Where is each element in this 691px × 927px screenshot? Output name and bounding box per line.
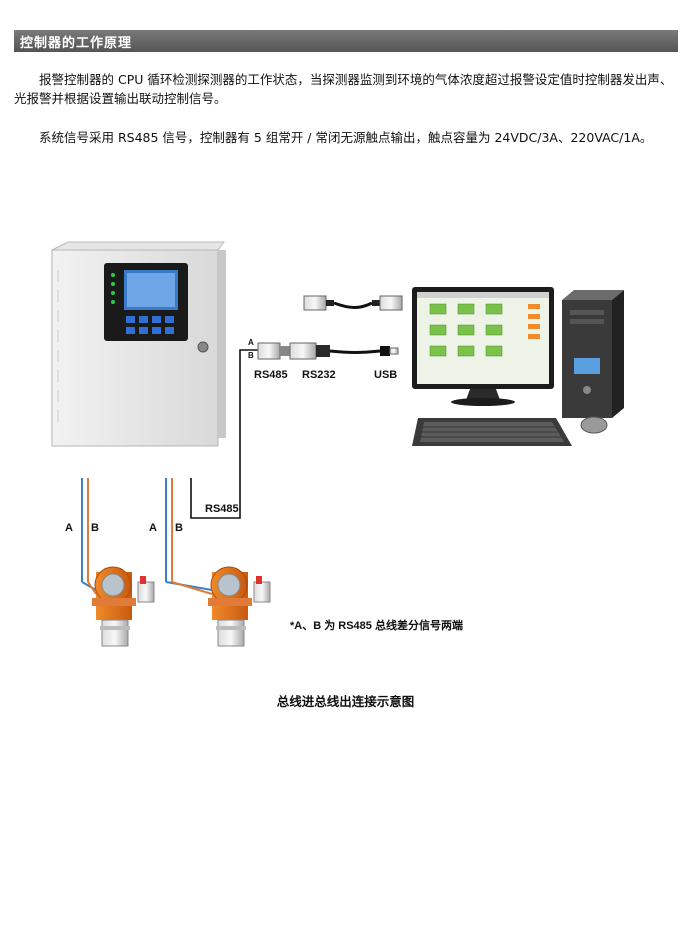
usb-port-label: USB <box>374 369 397 381</box>
alarm-controller <box>51 241 226 447</box>
wire-b-label-1: B <box>91 522 99 534</box>
wire-b-label-2: B <box>175 522 183 534</box>
wire-a-label-2: A <box>149 522 157 534</box>
gas-detector-2 <box>208 566 271 647</box>
detector-wiring <box>81 478 173 582</box>
controller-keypad <box>126 316 174 334</box>
connector-a-label: A <box>248 338 254 347</box>
bus-label: RS485 <box>205 503 239 515</box>
connector-b-label: B <box>248 351 254 360</box>
mouse <box>580 416 608 434</box>
figure-caption: 总线进总线出连接示意图 <box>276 694 415 709</box>
connection-diagram: RS485 A B RS485 RS232 USB <box>51 241 624 647</box>
computer-tower <box>562 290 624 418</box>
paragraph-working-principle: 报警控制器的 CPU 循环检测探测器的工作状态，当探测器监测到环境的气体浓度超过… <box>14 72 673 106</box>
section-header-bar: 控制器的工作原理 <box>14 30 678 52</box>
rs485-bus-line <box>190 349 258 519</box>
serial-cable <box>303 295 403 311</box>
rs485-port-label: RS485 <box>254 369 288 381</box>
gas-detector-1 <box>92 566 155 647</box>
paragraph-signal-spec: 系统信号采用 RS485 信号，控制器有 5 组常开 / 常闭无源触点输出，触点… <box>39 130 653 145</box>
computer-monitor <box>412 287 554 406</box>
wire-a-label-1: A <box>65 522 73 534</box>
section-title: 控制器的工作原理 <box>20 36 133 51</box>
keyboard <box>412 418 572 446</box>
rs232-port-label: RS232 <box>302 369 336 381</box>
diagram-note: *A、B 为 RS485 总线差分信号两端 <box>290 618 463 632</box>
lock-icon <box>197 341 209 353</box>
rs485-rs232-usb-converter <box>257 342 399 360</box>
